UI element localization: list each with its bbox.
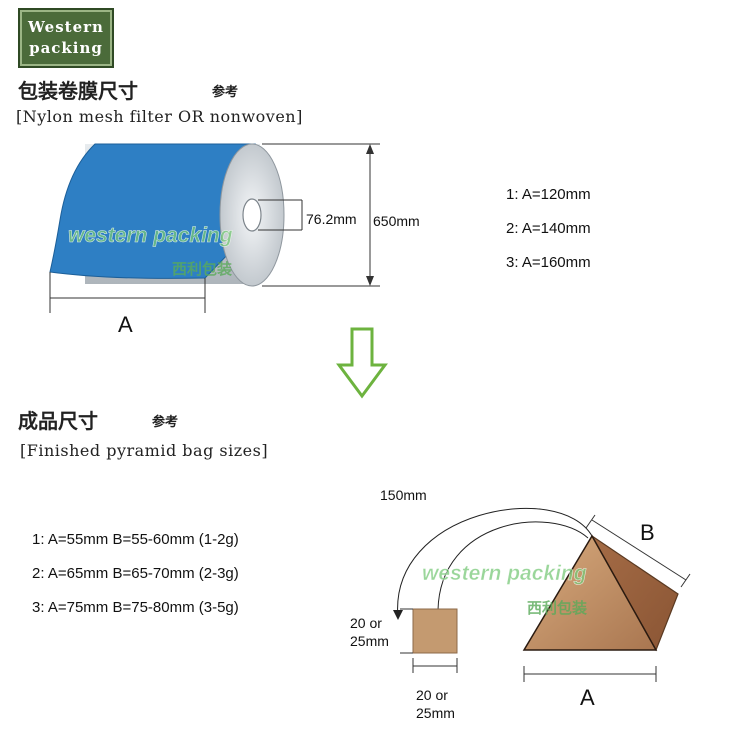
side-length-label: B xyxy=(640,520,655,545)
core-diameter-label: 76.2mm xyxy=(306,211,357,227)
watermark-cn: 西利包装 xyxy=(172,260,233,278)
bag-section-title: 成品尺寸 xyxy=(18,409,98,433)
tag-height-label-1: 20 or xyxy=(350,615,382,631)
tag-width-label-2: 25mm xyxy=(416,705,455,721)
film-option-2: 2: A=140mm xyxy=(506,220,591,237)
watermark-text: western packing xyxy=(68,224,233,248)
pyramid-front-face xyxy=(522,534,658,651)
bag-option-3: 3: A=75mm B=75-80mm (3-5g) xyxy=(32,599,239,616)
roll-width-label: A xyxy=(118,312,133,337)
watermark-text-2: western packing xyxy=(422,562,587,586)
bag-option-2: 2: A=65mm B=65-70mm (2-3g) xyxy=(32,565,239,582)
tea-string xyxy=(397,507,593,619)
brand-logo: Western packing xyxy=(18,8,114,68)
film-roll-diagram: 76.2mm 650mm A xyxy=(49,143,420,337)
tag-height-label-2: 25mm xyxy=(350,633,389,649)
tea-string-inner xyxy=(437,521,589,611)
tag-width-label-1: 20 or xyxy=(416,687,448,703)
down-arrow-icon xyxy=(336,327,388,399)
logo-line-2: packing xyxy=(29,39,103,57)
string-length-label: 150mm xyxy=(380,487,427,503)
base-length-label: A xyxy=(580,685,595,710)
film-section-subtitle: [Nylon mesh filter OR nonwoven] xyxy=(16,107,303,126)
film-option-3: 3: A=160mm xyxy=(506,254,591,271)
bag-tag xyxy=(412,608,458,654)
bag-section-subtitle: [Finished pyramid bag sizes] xyxy=(20,441,269,460)
bag-option-1: 1: A=55mm B=55-60mm (1-2g) xyxy=(32,531,239,548)
logo-line-1: Western xyxy=(28,18,104,36)
watermark-cn-2: 西利包装 xyxy=(527,599,588,617)
film-section-ref: 参考 xyxy=(212,85,239,100)
film-option-1: 1: A=120mm xyxy=(506,186,591,203)
roll-height-label: 650mm xyxy=(373,213,420,229)
roll-core xyxy=(242,198,262,232)
pyramid-bag-diagram: 150mm 20 or 25mm 20 or 25mm B A xyxy=(350,487,691,721)
bag-section-ref: 参考 xyxy=(152,415,179,430)
film-section-title: 包装卷膜尺寸 xyxy=(18,79,138,103)
